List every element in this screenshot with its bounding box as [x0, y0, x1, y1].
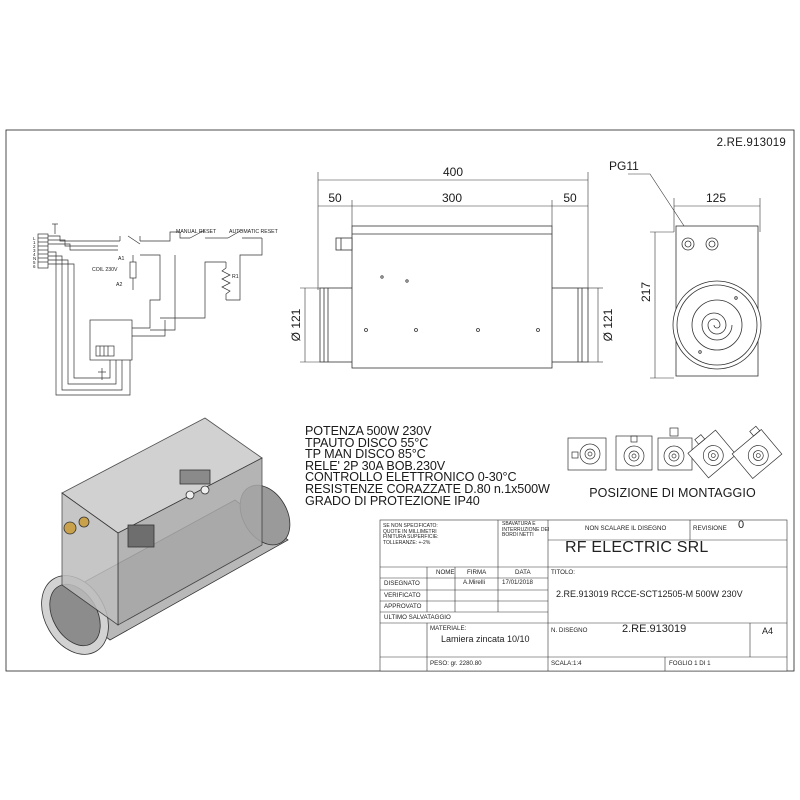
isometric-render: [41, 417, 291, 655]
verified-label: VERIFICATO: [384, 592, 421, 599]
terminal-label-1: 1: [33, 240, 36, 245]
mount-position-3-icon: [657, 427, 693, 471]
manual-reset-label: MANUAL RESET: [176, 229, 217, 235]
revision-label: REVISIONE: [693, 525, 727, 532]
col-name-header: NOME: [436, 569, 455, 576]
dim-side-height: 217: [639, 282, 653, 302]
terminal-label-7: 6: [33, 264, 36, 269]
spec-item: CONTROLLO ELETTRONICO 0-30°C: [305, 470, 517, 485]
render-gland-icon: [63, 521, 77, 535]
dimension-texts: 400 50 300 50 125 PG11 Ø 121 Ø 121 217: [289, 159, 726, 341]
deburr-line: SBAVATURA E: [502, 521, 536, 527]
note-line: FINITURA SUPERFICIE:: [383, 534, 439, 541]
terminal-label-5: N: [33, 256, 36, 261]
dim-segment-middle: 300: [442, 191, 462, 205]
heater-body: [351, 225, 553, 369]
terminal-label-6: 5: [33, 260, 36, 265]
front-view: [319, 225, 589, 369]
a1-label: A1: [118, 256, 124, 262]
material-label: MATERIALE:: [430, 625, 467, 632]
drawn-date: 17/01/2018: [502, 579, 533, 586]
title-block: [379, 519, 788, 672]
deburr-line: INTERRUZIONE DEI: [502, 526, 550, 533]
note-line: TOLLERANZE: +-2%: [383, 539, 431, 546]
terminal-label-2: 2: [33, 244, 36, 249]
terminal-label-3: 3: [33, 248, 36, 253]
company-name: RF ELECTRIC SRL: [565, 539, 709, 556]
col-signature-header: FIRMA: [467, 569, 487, 576]
scale-value: SCALA:1:4: [551, 660, 582, 667]
side-view: [672, 225, 762, 377]
wiring-diagram: [37, 223, 263, 396]
automatic-reset-label: AUTOMATIC RESET: [229, 229, 279, 235]
deburr-line: BORDI NETTI: [502, 532, 534, 539]
mounting-position-label: POSIZIONE DI MONTAGGIO: [589, 486, 756, 500]
terminal-label-0: L: [33, 236, 36, 241]
dim-diameter-left: Ø 121: [289, 308, 303, 341]
terminal-label-4: 4: [33, 252, 36, 257]
controller-box: [89, 319, 133, 361]
wiring-labels: L 1 2 3 4 N 5 6 MANUAL RESET AUTOMATIC R…: [33, 229, 279, 288]
dim-side-width: 125: [706, 191, 726, 205]
drawn-label: DISEGNATO: [384, 580, 420, 587]
mount-position-5-icon: [731, 425, 783, 479]
spec-list: POTENZA 500W 230V TPAUTO DISCO 55°C TP M…: [305, 424, 565, 508]
revision-value: 0: [738, 519, 745, 531]
spec-item: GRADO DI PROTEZIONE IP40: [305, 493, 480, 508]
last-save-label: ULTIMO SALVATAGGIO: [384, 614, 451, 621]
sheet-count: FOGLIO 1 DI 1: [669, 660, 711, 667]
drawn-by: A.Mirelli: [463, 579, 486, 586]
col-date-header: DATA: [515, 569, 531, 576]
dimension-lines: [300, 172, 761, 379]
spec-item: POTENZA 500W 230V: [305, 424, 432, 438]
drawing-number-value: 2.RE.913019: [622, 623, 687, 635]
dim-overall-length: 400: [443, 165, 463, 179]
drawing-number-label: N. DISEGNO: [551, 627, 588, 634]
note-line: QUOTE IN MILLIMETRI: [383, 528, 437, 535]
terminal-strip: [37, 233, 49, 269]
r1-label: R1: [232, 274, 239, 280]
weight-value: PESO: gr. 2280.80: [430, 660, 482, 667]
mounting-positions: [567, 425, 783, 479]
title-label: TITOLO:: [551, 569, 575, 576]
approved-label: APPROVATO: [384, 603, 422, 610]
drawing-title: 2.RE.913019 RCCE-SCT12505-M 500W 230V: [556, 589, 743, 599]
mount-position-1-icon: [567, 437, 607, 471]
mount-position-4-icon: [687, 429, 737, 479]
a2-label: A2: [116, 282, 122, 288]
document-number: 2.RE.913019: [716, 137, 786, 149]
gland-label: PG11: [609, 159, 639, 173]
spec-item: RELE' 2P 30A BOB.230V: [305, 458, 446, 473]
no-scale-note: NON SCALARE IL DISEGNO: [585, 525, 667, 532]
dim-segment-left: 50: [328, 191, 342, 205]
spec-item: RESISTENZE CORAZZATE D.80 n.1x500W: [305, 481, 550, 496]
coil-label: COIL 230V: [92, 267, 118, 273]
dim-diameter-right: Ø 121: [601, 308, 615, 341]
note-line: SE NON SPECIFICATO:: [383, 523, 438, 529]
notes-block: SE NON SPECIFICATO: QUOTE IN MILLIMETRI …: [383, 523, 439, 546]
gland-right-icon: [705, 237, 719, 251]
dim-segment-right: 50: [563, 191, 577, 205]
deburr-block: SBAVATURA E INTERRUZIONE DEI BORDI NETTI: [502, 521, 550, 539]
mount-position-2-icon: [615, 435, 653, 471]
spec-item: TPAUTO DISCO 55°C: [305, 435, 429, 450]
sheet-size: A4: [762, 626, 774, 636]
spec-item: TP MAN DISCO 85°C: [305, 447, 426, 462]
gland-left-icon: [681, 237, 695, 251]
material-value: Lamiera zincata 10/10: [441, 634, 530, 644]
